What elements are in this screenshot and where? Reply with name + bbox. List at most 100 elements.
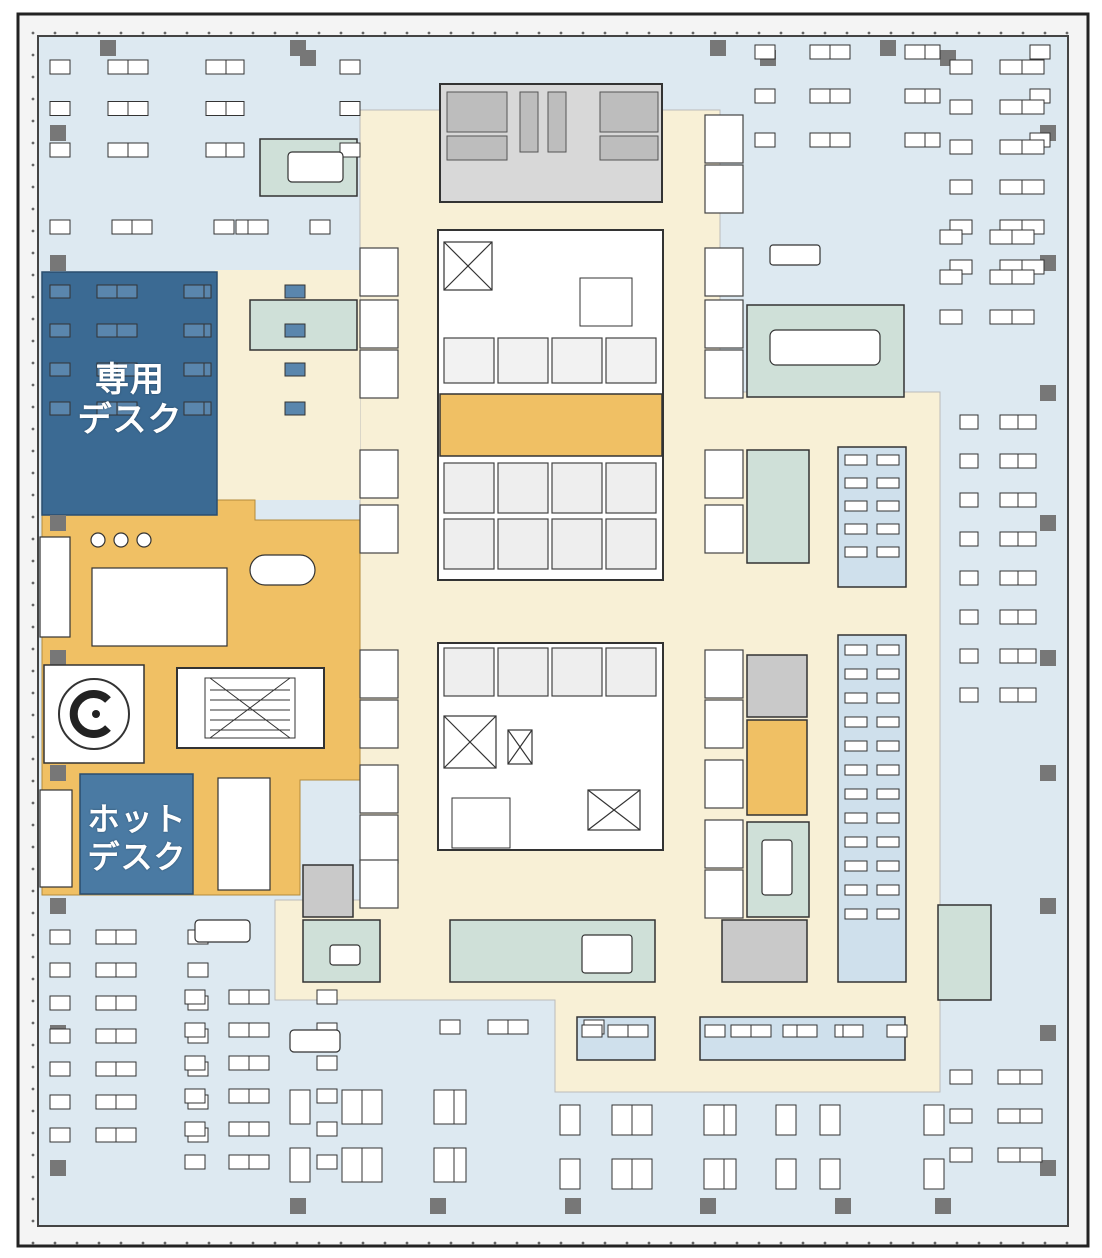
desk-icon	[844, 764, 868, 776]
desk-icon	[248, 1154, 270, 1170]
desk-icon	[289, 1147, 311, 1183]
desk-icon	[284, 362, 306, 377]
desk-icon	[247, 219, 269, 235]
desk-icon	[876, 860, 900, 872]
column	[1040, 385, 1056, 401]
desk-icon	[116, 362, 138, 377]
small-room	[704, 699, 744, 749]
desk-icon	[844, 716, 868, 728]
desk-icon	[1029, 44, 1051, 60]
desk-icon	[487, 1019, 509, 1035]
column	[1040, 1160, 1056, 1176]
desk-icon	[844, 644, 868, 656]
small-room	[359, 699, 399, 749]
desk-icon	[1021, 59, 1045, 75]
escape-stair-icon	[451, 277, 633, 849]
desk-icon	[184, 1121, 206, 1137]
desk-icon	[1019, 1147, 1043, 1163]
desk-icon	[316, 1055, 338, 1071]
desk-icon	[107, 59, 129, 75]
desk-icon	[49, 1094, 71, 1110]
desk-icon	[49, 362, 71, 377]
desk-icon	[228, 1022, 250, 1038]
desk-icon	[507, 1019, 529, 1035]
desk-icon	[316, 1121, 338, 1137]
desk-icon	[339, 142, 361, 158]
desk-icon	[844, 812, 868, 824]
desk-icon	[842, 1024, 864, 1038]
lounge-furniture	[39, 532, 316, 891]
desk-icon	[904, 132, 926, 148]
column	[50, 1160, 66, 1176]
desk-icon	[844, 668, 868, 680]
desk-icon	[1017, 453, 1037, 469]
desk-icon	[844, 523, 868, 535]
column	[835, 1198, 851, 1214]
small-room	[359, 349, 399, 399]
elevator-icon	[443, 241, 641, 831]
dedicated-desk-label-line2: デスク	[77, 400, 183, 440]
desk-icon	[49, 323, 71, 338]
core-room	[497, 337, 549, 384]
core-room	[605, 518, 657, 570]
desk-icon	[49, 59, 71, 75]
desk-icon	[116, 401, 138, 416]
desk-icon	[1017, 609, 1037, 625]
core-room	[551, 337, 603, 384]
desk-icon	[997, 1069, 1021, 1085]
hot-desk-label-line2: デスク	[87, 838, 187, 876]
desk-icon	[116, 284, 138, 299]
desk-icon	[284, 323, 306, 338]
column	[100, 40, 116, 56]
desk-icon	[999, 492, 1019, 508]
desk-icon	[949, 139, 973, 155]
desk-icon	[959, 609, 979, 625]
desk-icon	[775, 1158, 797, 1190]
column	[1040, 765, 1056, 781]
column	[1040, 515, 1056, 531]
hot-desk-label-line1: ホット	[87, 800, 187, 838]
desk-icon	[433, 1089, 455, 1125]
desk-icon	[1021, 99, 1045, 115]
service-room	[746, 654, 808, 718]
desk-icon	[876, 668, 900, 680]
core-room	[605, 462, 657, 514]
dedicated-desk-zone	[41, 271, 218, 516]
small-room	[704, 114, 744, 164]
desk-icon	[844, 860, 868, 872]
small-room	[704, 504, 744, 554]
desk-icon	[49, 401, 71, 416]
desk-icon	[341, 1089, 363, 1125]
small-room	[359, 247, 399, 297]
desk-icon	[999, 570, 1019, 586]
desk-icon	[997, 1147, 1021, 1163]
desk-icon	[223, 59, 245, 75]
desk-icon	[49, 1127, 71, 1143]
staircase-icon	[204, 677, 296, 739]
desk-icon	[876, 644, 900, 656]
desk-icon	[95, 962, 117, 978]
desk-icon	[1011, 229, 1035, 245]
desk-icon	[49, 1028, 71, 1044]
desk-icon	[949, 99, 973, 115]
desk-icon	[228, 1088, 250, 1104]
desk-icon	[876, 716, 900, 728]
desk-icon	[205, 59, 227, 75]
desk-icon	[959, 531, 979, 547]
desk-icon	[1019, 1069, 1043, 1085]
desk-icon	[213, 219, 235, 235]
desk-icon	[809, 44, 831, 60]
desk-icon	[289, 1089, 311, 1125]
desk-icon	[949, 179, 973, 195]
small-room	[359, 504, 399, 554]
desk-icon	[111, 219, 133, 235]
desk-icon	[819, 1158, 841, 1190]
dedicated-desk-label: 専用 デスク	[60, 360, 200, 440]
desk-icon	[876, 454, 900, 466]
desk-icon	[631, 1158, 653, 1190]
desk-icon	[95, 1061, 117, 1077]
core-room	[605, 337, 657, 384]
desk-icon	[439, 1019, 461, 1035]
desk-icon	[876, 477, 900, 489]
desk-icon	[95, 1127, 117, 1143]
